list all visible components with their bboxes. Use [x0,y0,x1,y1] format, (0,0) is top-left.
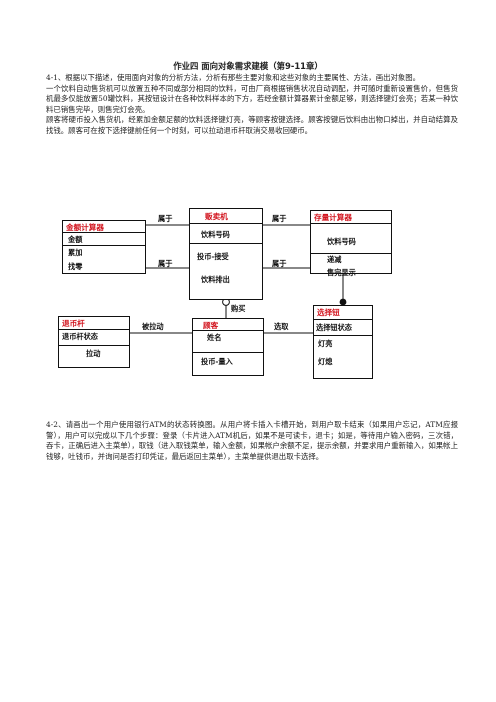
operation: 灯熄 [318,357,333,366]
relation-label: 选取 [274,322,289,331]
operation: 投币-量入 [201,357,233,366]
operation: 找零 [68,262,83,271]
operation: 递减 [327,255,342,264]
object-name: 顾客 [203,321,219,330]
relation-label: 属于 [158,259,173,268]
operation: 拉动 [86,349,101,358]
relation-label: 购买 [231,304,246,313]
object-customer: 顾客 姓名 投币-量入 [192,318,264,376]
object-storage-calculator: 存量计算器 饮料号码 递减 售完显示 [310,210,392,277]
object-name: 贩卖机 [205,212,228,221]
relation-label: 属于 [158,214,173,223]
attribute: 选择钮状态 [316,323,352,332]
attribute: 金额 [68,235,83,244]
object-vending-machine: 贩卖机 饮料号码 投币-接受 饮料排出 [189,208,263,300]
page-title: 作业四 面向对象需求建模（第9-11章） [173,61,323,71]
operation: 投币-接受 [197,252,229,261]
attribute: 姓名 [207,333,222,342]
operation: 累加 [68,248,83,257]
relation-label: 属于 [272,259,287,268]
relation-label: 属于 [272,214,287,223]
object-coin-return-lever: 退币杆 退币杆状态 拉动 [58,316,130,368]
object-name: 退币杆 [62,319,85,328]
attribute: 饮料号码 [201,230,230,239]
relation-label: 被拉动 [142,322,164,331]
object-name: 选择钮 [317,308,340,317]
operation: 灯亮 [318,339,333,348]
attribute: 饮料号码 [327,237,356,246]
object-name: 存量计算器 [314,213,352,222]
object-name: 金额计算器 [66,223,104,232]
object-money-calculator: 金额计算器 金额 累加 找零 [62,220,146,274]
question-4-1: 4-1、根据以下描述，使用面向对象的分析方法，分析有那些主要对象和这些对象的主要… [46,73,458,135]
attribute: 退币杆状态 [62,332,98,341]
question-4-2: 4-2、请画出一个用户使用银行ATM的状态转换图。从用户将卡插入卡槽开始，到用户… [46,420,458,461]
operation: 售完显示 [327,268,356,277]
operation: 饮料排出 [201,275,230,284]
object-selection-button: 选择钮 选择钮状态 灯亮 灯熄 [313,305,373,379]
